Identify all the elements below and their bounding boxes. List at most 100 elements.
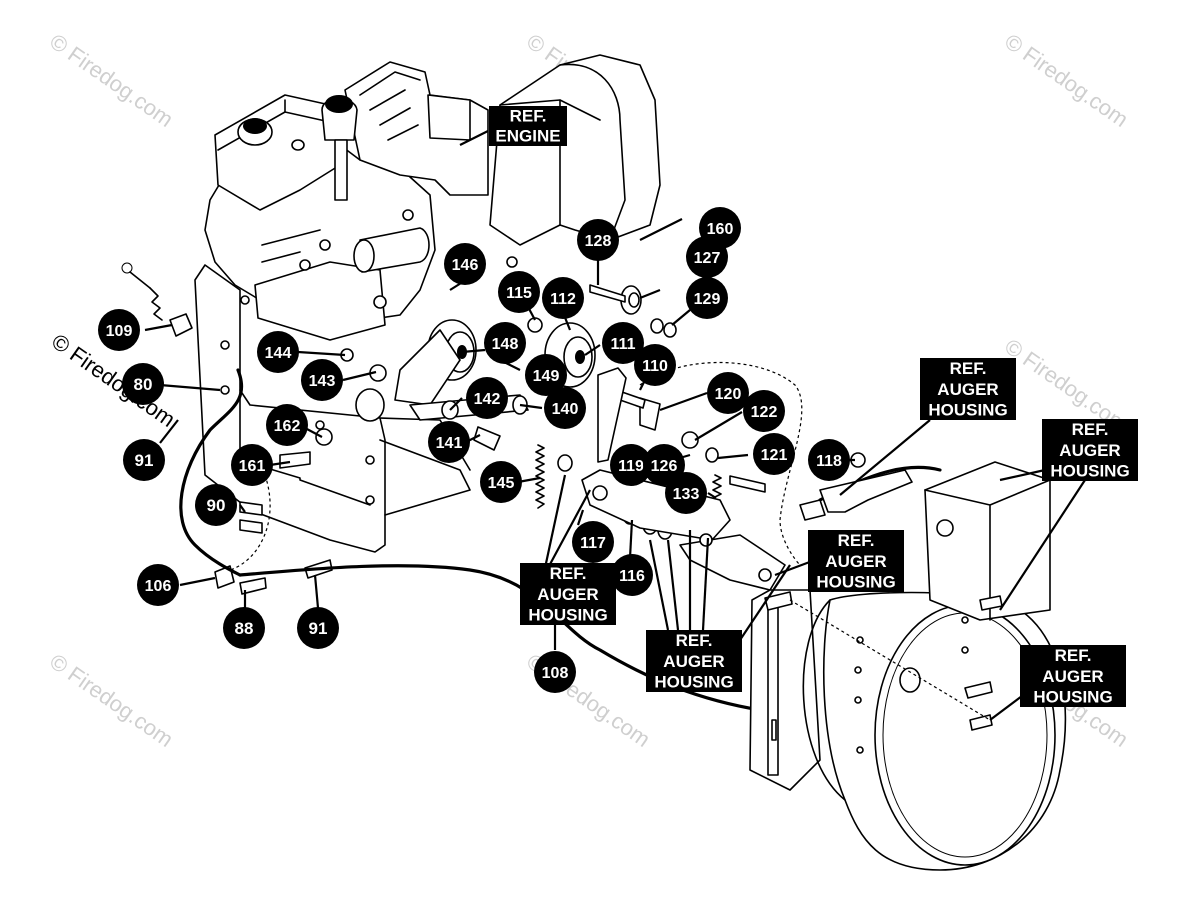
callout-140-label: 140 <box>552 401 579 418</box>
r-engine-line-2: ENGINE <box>495 127 560 146</box>
callout-141-label: 141 <box>436 435 463 452</box>
callout-90-label: 90 <box>207 496 226 515</box>
engine-illustration <box>204 61 489 341</box>
belt-cover-illustration <box>489 54 661 246</box>
callout-80-bubble <box>122 363 164 405</box>
r-ah4-box <box>808 530 904 592</box>
r-ah1-line-1: REF. <box>950 359 987 378</box>
callout-108-label: 108 <box>542 665 569 682</box>
callout-128-label: 128 <box>585 233 612 250</box>
callout-142-label: 142 <box>474 391 501 408</box>
callout-160-label: 160 <box>707 221 734 238</box>
r-ah6-line-1: REF. <box>676 631 713 650</box>
ref-label-layer: REF.ENGINEREF.AUGERHOUSINGREF.AUGERHOUSI… <box>489 106 1138 707</box>
watermark-3: © Firedog.com <box>1000 29 1133 132</box>
callout-88-label: 88 <box>235 619 254 638</box>
callout-143-bubble <box>301 359 343 401</box>
callout-118-label: 118 <box>816 453 842 470</box>
callout-133-label: 133 <box>673 486 700 503</box>
callout-127-label: 127 <box>694 250 721 267</box>
r-engine-line-1: REF. <box>510 107 547 126</box>
r-ah3-line-1: REF. <box>550 564 587 583</box>
callout-141-bubble <box>428 421 470 463</box>
r-ah6-line-2: AUGER <box>663 652 724 671</box>
callout-162-label: 162 <box>274 418 301 435</box>
callout-142-bubble <box>466 377 508 419</box>
callout-162-bubble <box>266 404 308 446</box>
callout-112-bubble <box>542 277 584 319</box>
r-ah5-line-3: HOUSING <box>1033 687 1112 706</box>
callout-146-label: 146 <box>452 257 479 274</box>
callout-126-label: 126 <box>651 458 678 475</box>
callout-144-bubble <box>257 331 299 373</box>
callout-128-bubble <box>577 219 619 261</box>
callout-149-bubble <box>525 354 567 396</box>
callout-111-label: 111 <box>611 336 636 353</box>
callout-115-label: 115 <box>506 285 532 302</box>
callout-120-bubble <box>707 372 749 414</box>
callout-111-bubble <box>602 322 644 364</box>
r-ah4-line-2: AUGER <box>825 552 886 571</box>
callout-115-bubble <box>498 271 540 313</box>
r-ah4-line-1: REF. <box>838 531 875 550</box>
callout-80-label: 80 <box>134 375 153 394</box>
callout-127-bubble <box>686 236 728 278</box>
leader-lines <box>144 130 1086 721</box>
callout-146-bubble <box>444 243 486 285</box>
callout-161-label: 161 <box>239 458 266 475</box>
callout-91-bubble <box>297 607 339 649</box>
callout-110-label: 110 <box>642 358 668 375</box>
r-ah1-box <box>920 358 1016 420</box>
callout-143-label: 143 <box>309 373 336 390</box>
r-ah2-line-3: HOUSING <box>1050 461 1129 480</box>
callout-148-label: 148 <box>492 336 519 353</box>
r-ah4-line-3: HOUSING <box>816 572 895 591</box>
r-ah2-line-2: AUGER <box>1059 441 1120 460</box>
callout-133-bubble <box>665 472 707 514</box>
callout-108-bubble <box>534 651 576 693</box>
callout-116-label: 116 <box>619 568 645 585</box>
auger-housing-illustration <box>749 461 1067 871</box>
r-ah6-line-3: HOUSING <box>654 672 733 691</box>
callout-149-label: 149 <box>533 368 560 385</box>
callout-91-label: 91 <box>135 451 154 470</box>
watermark-1: © Firedog.com <box>45 29 178 132</box>
callout-109-bubble <box>98 309 140 351</box>
callout-116-bubble <box>611 554 653 596</box>
callout-117-bubble <box>572 521 614 563</box>
callout-120-label: 120 <box>715 386 742 403</box>
r-ah5-line-2: AUGER <box>1042 667 1103 686</box>
callout-129-bubble <box>686 277 728 319</box>
r-ah6-box <box>646 630 742 692</box>
callout-121-label: 121 <box>761 447 788 464</box>
r-ah2-line-1: REF. <box>1072 420 1109 439</box>
callout-109-label: 109 <box>106 323 133 340</box>
callout-106-label: 106 <box>145 578 172 595</box>
callout-140-bubble <box>544 387 586 429</box>
callout-161-bubble <box>231 444 273 486</box>
callout-122-bubble <box>743 390 785 432</box>
callout-91-label: 91 <box>309 619 328 638</box>
r-ah3-box <box>520 563 616 625</box>
r-ah1-line-2: AUGER <box>937 380 998 399</box>
callout-122-label: 122 <box>751 404 778 421</box>
callout-106-bubble <box>137 564 179 606</box>
callout-145-label: 145 <box>488 475 515 492</box>
callout-118-bubble <box>808 439 850 481</box>
callout-112-label: 112 <box>550 291 576 308</box>
watermark-4: © Firedog.com <box>45 649 178 752</box>
callout-90-bubble <box>195 484 237 526</box>
callout-148-bubble <box>484 322 526 364</box>
r-ah5-line-1: REF. <box>1055 646 1092 665</box>
callout-117-label: 117 <box>580 535 606 552</box>
callout-145-bubble <box>480 461 522 503</box>
callout-144-label: 144 <box>265 345 292 362</box>
r-engine-box <box>489 106 567 146</box>
callout-121-bubble <box>753 433 795 475</box>
callout-119-label: 119 <box>618 458 644 475</box>
r-ah5-box <box>1020 645 1126 707</box>
r-ah3-line-3: HOUSING <box>528 605 607 624</box>
callout-110-bubble <box>634 344 676 386</box>
